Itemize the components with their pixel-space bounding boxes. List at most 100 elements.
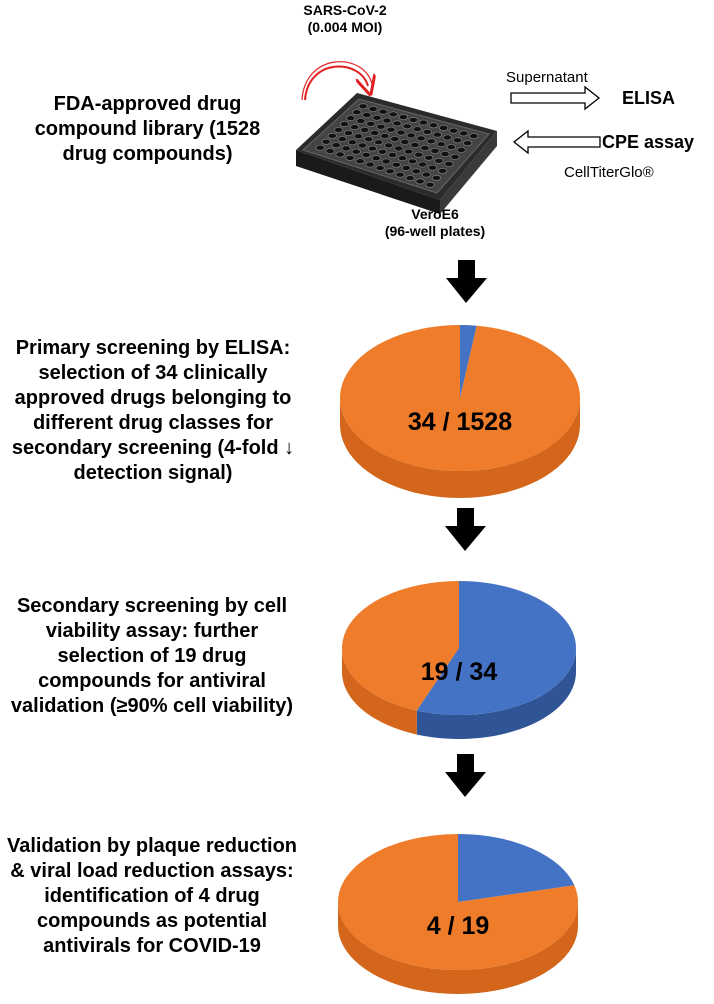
well bbox=[412, 126, 423, 133]
library-label: FDA-approved drug compound library (1528… bbox=[34, 93, 261, 165]
well bbox=[438, 125, 449, 132]
cells-label: VeroE6 (96-well plates) bbox=[384, 206, 486, 239]
well bbox=[366, 120, 376, 127]
pie-slice-rest-side bbox=[342, 648, 417, 735]
well bbox=[462, 140, 473, 147]
cpe-arrow bbox=[512, 129, 601, 155]
pie-slice-rest bbox=[341, 581, 459, 711]
well bbox=[408, 116, 419, 123]
well bbox=[357, 142, 368, 149]
well bbox=[395, 171, 405, 178]
well bbox=[407, 158, 418, 165]
well bbox=[392, 120, 402, 127]
well bbox=[372, 114, 382, 121]
well bbox=[410, 141, 420, 148]
reagent-label: CellTiterGlo® bbox=[564, 164, 654, 181]
well bbox=[449, 127, 459, 134]
well bbox=[425, 181, 435, 188]
well bbox=[337, 136, 348, 143]
well bbox=[376, 123, 386, 130]
well bbox=[417, 161, 428, 168]
well bbox=[382, 117, 392, 124]
pie-slice-selected bbox=[458, 834, 575, 902]
well bbox=[397, 155, 408, 162]
pie-slice-rest-side bbox=[340, 398, 580, 498]
pie-chart-2: 19 / 34 bbox=[341, 581, 576, 739]
well bbox=[420, 144, 430, 151]
well bbox=[416, 135, 426, 142]
well bbox=[418, 119, 429, 126]
elisa-label: ELISA bbox=[622, 88, 676, 108]
well bbox=[437, 167, 448, 174]
well bbox=[361, 151, 372, 158]
well bbox=[456, 146, 467, 153]
well bbox=[388, 111, 398, 118]
well bbox=[469, 133, 479, 140]
well bbox=[333, 127, 344, 134]
well bbox=[452, 137, 463, 144]
well bbox=[358, 103, 368, 110]
well bbox=[351, 148, 361, 155]
well bbox=[427, 164, 438, 171]
well bbox=[387, 151, 398, 158]
supernatant-arrow bbox=[510, 85, 601, 111]
pie-slice-rest bbox=[340, 325, 581, 471]
well bbox=[339, 121, 350, 128]
pie-slice-rest-side bbox=[338, 902, 578, 994]
well bbox=[405, 175, 415, 182]
down-arrow-3 bbox=[445, 754, 486, 797]
well bbox=[434, 157, 444, 164]
well bbox=[424, 154, 434, 161]
well bbox=[349, 124, 360, 131]
well bbox=[321, 138, 331, 145]
well bbox=[345, 154, 355, 161]
well bbox=[363, 136, 374, 143]
well bbox=[341, 145, 351, 152]
pie-label: 4 / 19 bbox=[427, 912, 490, 940]
virus-label: SARS-CoV-2 (0.004 MOI) bbox=[303, 2, 387, 35]
well bbox=[436, 141, 446, 148]
well bbox=[444, 160, 454, 167]
well bbox=[383, 142, 394, 149]
well bbox=[327, 132, 338, 139]
well bbox=[360, 127, 370, 134]
well bbox=[375, 164, 385, 171]
pie-chart-3: 4 / 19 bbox=[338, 834, 579, 994]
well bbox=[446, 144, 457, 151]
pie-label: 34 / 1528 bbox=[408, 408, 512, 436]
well bbox=[396, 129, 406, 136]
well bbox=[331, 142, 341, 149]
step-2-description: Secondary screening by cell viability as… bbox=[10, 595, 294, 717]
well bbox=[353, 133, 364, 140]
well bbox=[415, 178, 425, 185]
pie-slice-rest bbox=[338, 834, 579, 970]
well bbox=[414, 151, 424, 158]
well bbox=[377, 148, 388, 155]
well-plate-icon bbox=[296, 93, 497, 214]
well bbox=[385, 168, 395, 175]
step-1-description: Primary screening by ELISA: selection of… bbox=[11, 337, 295, 484]
well bbox=[431, 174, 442, 181]
well bbox=[343, 130, 354, 137]
well bbox=[315, 144, 325, 151]
well bbox=[421, 171, 432, 178]
pie-chart-1: 34 / 1528 bbox=[340, 325, 581, 498]
cpe-label: CPE assay bbox=[602, 132, 695, 152]
well bbox=[450, 153, 460, 160]
pie-slice-selected bbox=[460, 325, 477, 398]
well bbox=[398, 114, 409, 121]
well bbox=[362, 112, 372, 119]
well bbox=[430, 147, 440, 154]
well bbox=[401, 164, 412, 171]
well bbox=[347, 139, 358, 146]
well bbox=[368, 106, 378, 113]
pie-slice-selected-side bbox=[416, 648, 576, 739]
supernatant-label: Supernatant bbox=[506, 69, 588, 86]
well bbox=[325, 148, 335, 155]
well bbox=[426, 138, 436, 145]
well bbox=[391, 161, 402, 168]
well bbox=[371, 155, 382, 162]
well bbox=[381, 158, 392, 165]
well bbox=[335, 151, 345, 158]
well bbox=[440, 150, 450, 157]
